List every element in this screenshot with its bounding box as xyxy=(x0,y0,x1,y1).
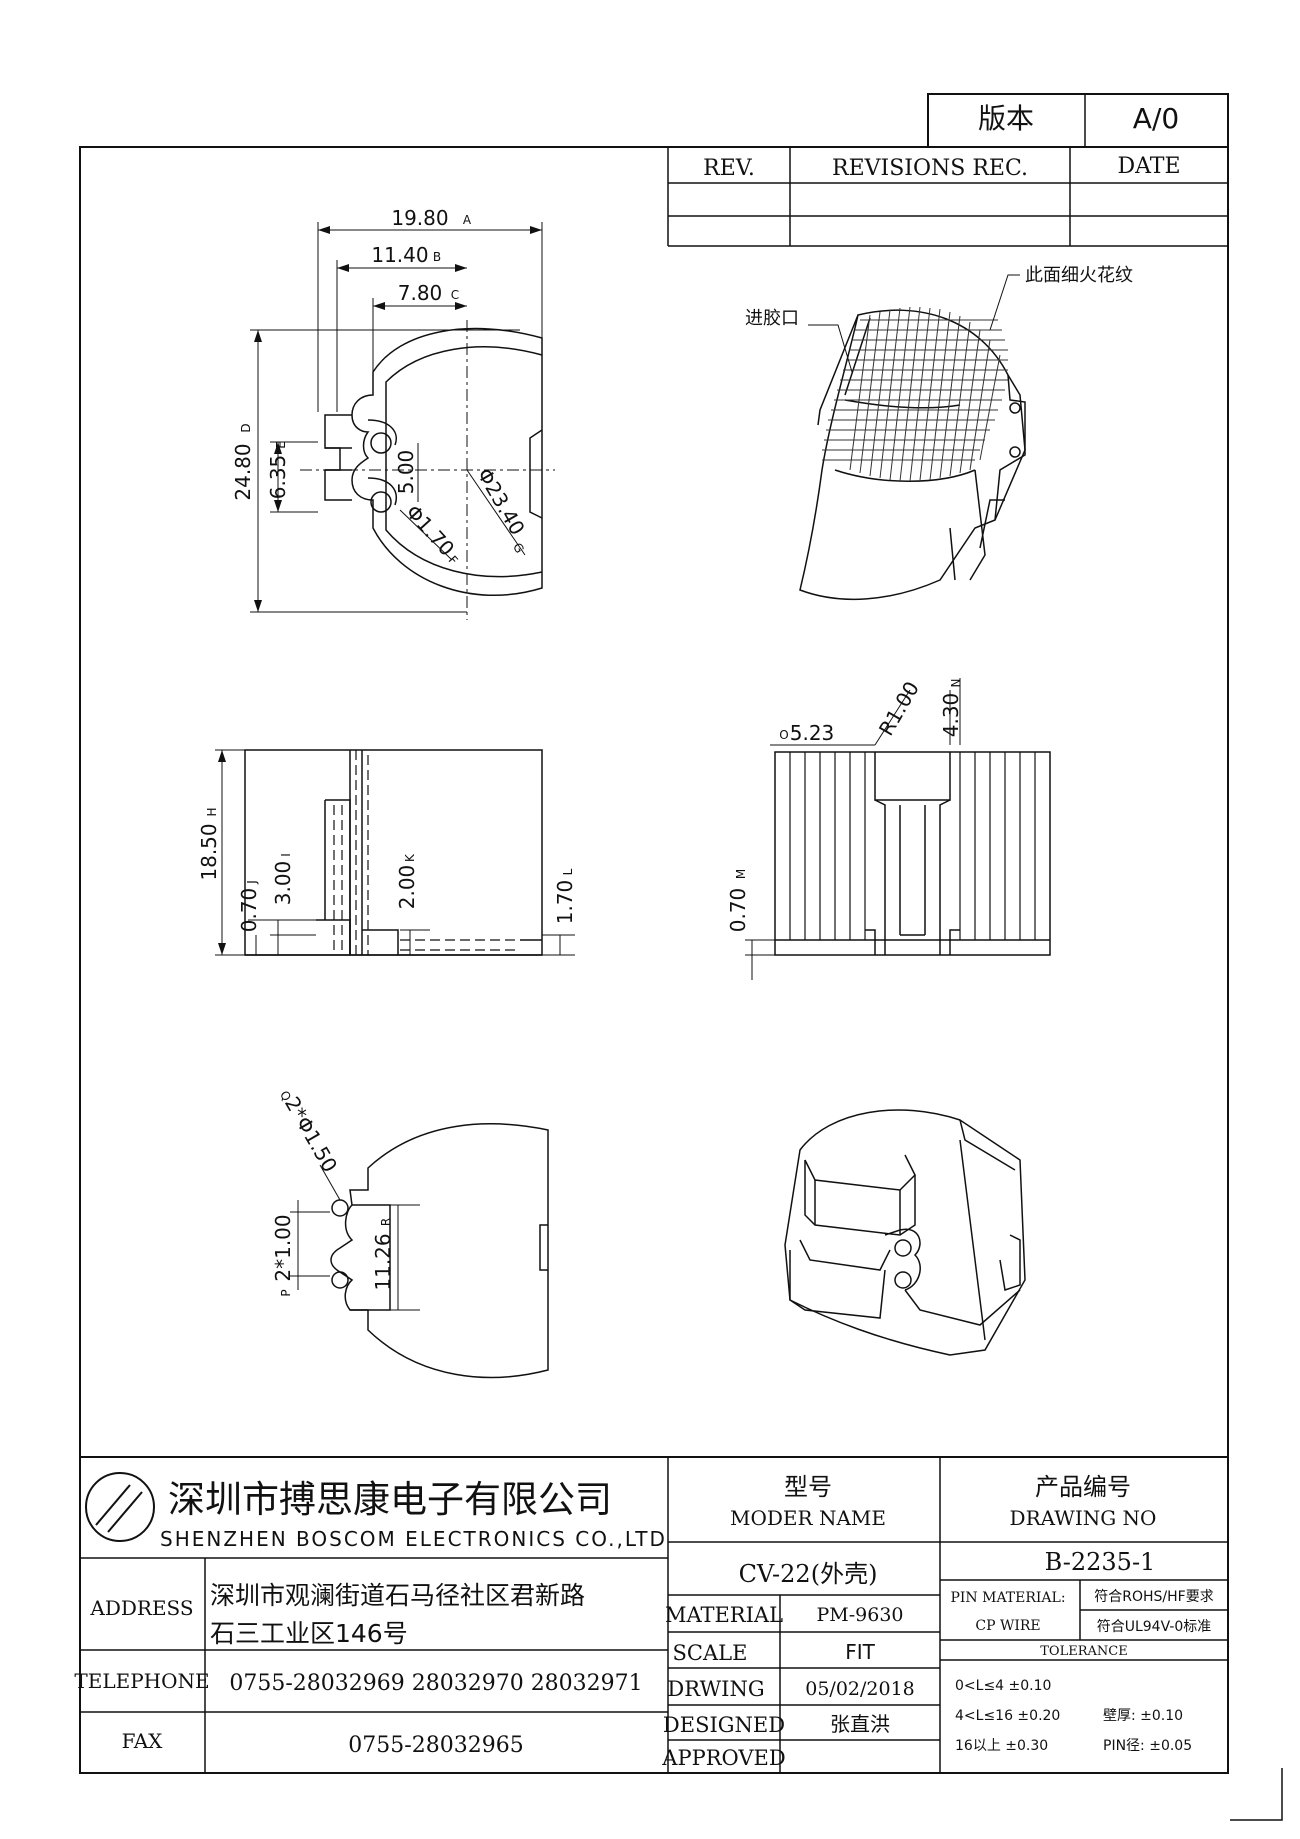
company-name-en: SHENZHEN BOSCOM ELECTRONICS CO.,LTD xyxy=(160,1527,667,1551)
drawing-no-cn: 产品编号 xyxy=(1035,1473,1131,1501)
material-label: MATERIAL xyxy=(665,1603,783,1627)
dim-a: 19.80 xyxy=(391,206,448,230)
top-outline xyxy=(351,327,543,596)
dim-j: 0.70 xyxy=(237,888,261,933)
mark-h1: H xyxy=(205,807,219,816)
title-block-grid xyxy=(80,1456,1228,1773)
mark-c: C xyxy=(451,288,459,302)
mark-k: K xyxy=(403,853,417,862)
mark-o: O xyxy=(779,728,788,742)
side-view xyxy=(215,749,575,956)
address-label: ADDRESS xyxy=(89,1596,193,1620)
scale-value: FIT xyxy=(845,1640,875,1664)
company-name-cn: 深圳市搏思康电子有限公司 xyxy=(168,1478,612,1521)
version-box xyxy=(927,93,1229,148)
designed-label: DESIGNED xyxy=(663,1713,785,1737)
bottom-hole-lower xyxy=(331,1271,349,1289)
dim-l: 1.70 xyxy=(553,880,577,925)
wall-tolerance: 壁厚: ±0.10 xyxy=(1103,1708,1183,1724)
designed-value: 张直洪 xyxy=(830,1712,890,1736)
mark-b: B xyxy=(433,250,441,264)
fax-value: 0755-28032965 xyxy=(348,1733,523,1758)
pin-material-label: PIN MATERIAL: xyxy=(950,1590,1065,1606)
dim-k: 2.00 xyxy=(395,865,419,910)
dim-h1: 18.50 xyxy=(197,823,221,880)
version-value: A/0 xyxy=(1133,102,1179,135)
dim-b: 11.40 xyxy=(371,243,428,267)
telephone-value: 0755-28032969 28032970 28032971 xyxy=(229,1671,642,1696)
revision-table xyxy=(667,147,1228,247)
revisions-header: REVISIONS REC. xyxy=(832,156,1028,181)
mark-p: P xyxy=(279,1289,293,1296)
tolerance-row3: 16以上 ±0.30 xyxy=(955,1738,1048,1754)
telephone-label: TELEPHONE xyxy=(74,1669,209,1693)
bottom-hole-upper xyxy=(331,1199,349,1217)
tolerance-row1: 0<L≤4 ±0.10 xyxy=(955,1678,1051,1694)
model-value: CV-22(外壳) xyxy=(739,1560,878,1588)
dim-e: 6.35 xyxy=(266,455,290,500)
dim-f: 5.00 xyxy=(394,450,418,495)
mark-n: N xyxy=(949,679,963,688)
mark-d: D xyxy=(239,423,253,432)
material-value: PM-9630 xyxy=(816,1604,903,1626)
drawing-no-en: DRAWING NO xyxy=(1010,1506,1157,1530)
dim-c: 7.80 xyxy=(398,281,443,305)
mark-m: M xyxy=(734,869,748,879)
drawing-label: DRWING xyxy=(667,1677,764,1701)
note-gate: 进胶口 xyxy=(745,308,799,329)
pin-hole-lower xyxy=(370,491,392,513)
mark-l: L xyxy=(561,868,575,875)
dim-g: Φ23.40 xyxy=(472,464,529,539)
cp-wire: CP WIRE xyxy=(975,1618,1040,1634)
dim-p: 2*1.00 xyxy=(271,1214,295,1281)
tolerance-label: TOLERANCE xyxy=(1040,1644,1127,1659)
front-view xyxy=(745,678,1051,980)
mark-r2: R xyxy=(379,1218,393,1226)
sheet-border xyxy=(79,146,1229,1774)
model-name-en: MODER NAME xyxy=(730,1506,886,1530)
approved-label: APPROVED xyxy=(661,1746,785,1770)
ul-note: 符合UL94V-0标准 xyxy=(1097,1619,1212,1635)
dim-r: R1.00 xyxy=(874,677,924,740)
address-line1: 深圳市观澜街道石马径社区君新路 xyxy=(210,1581,585,1610)
dim-d: 24.80 xyxy=(231,443,255,500)
mark-i: I xyxy=(279,853,293,857)
mark-a: A xyxy=(463,213,472,227)
company-logo xyxy=(85,1472,155,1542)
rev-header: REV. xyxy=(703,156,755,181)
dim-m: 0.70 xyxy=(726,888,750,933)
model-name-cn: 型号 xyxy=(784,1473,832,1501)
dim-i: 3.00 xyxy=(271,861,295,906)
dim-r2: 11.26 xyxy=(371,1233,395,1290)
iso-view-bottom xyxy=(784,1109,1026,1356)
drawing-no-value: B-2235-1 xyxy=(1045,1548,1156,1576)
dim-q: 2*Φ1.50 xyxy=(280,1093,342,1177)
fax-label: FAX xyxy=(122,1729,164,1753)
address-line2: 石三工业区146号 xyxy=(210,1619,408,1648)
mark-j: J xyxy=(245,880,259,885)
iso-view-top xyxy=(799,274,1026,601)
date-header: DATE xyxy=(1117,154,1180,179)
scale-label: SCALE xyxy=(673,1641,748,1665)
note-texture: 此面细火花纹 xyxy=(1025,265,1133,286)
bottom-view xyxy=(290,1123,549,1379)
tolerance-row2: 4<L≤16 ±0.20 xyxy=(955,1708,1060,1724)
pin-dia-tolerance: PIN径: ±0.05 xyxy=(1103,1738,1192,1754)
drawing-date: 05/02/2018 xyxy=(805,1678,915,1700)
rohs-note: 符合ROHS/HF要求 xyxy=(1094,1589,1213,1605)
top-view xyxy=(250,222,555,620)
version-label: 版本 xyxy=(978,102,1034,135)
mark-e: E xyxy=(274,441,288,449)
dim-o: 5.23 xyxy=(790,721,835,745)
pin-hole-upper xyxy=(370,432,392,454)
dim-n: 4.30 xyxy=(939,693,963,738)
